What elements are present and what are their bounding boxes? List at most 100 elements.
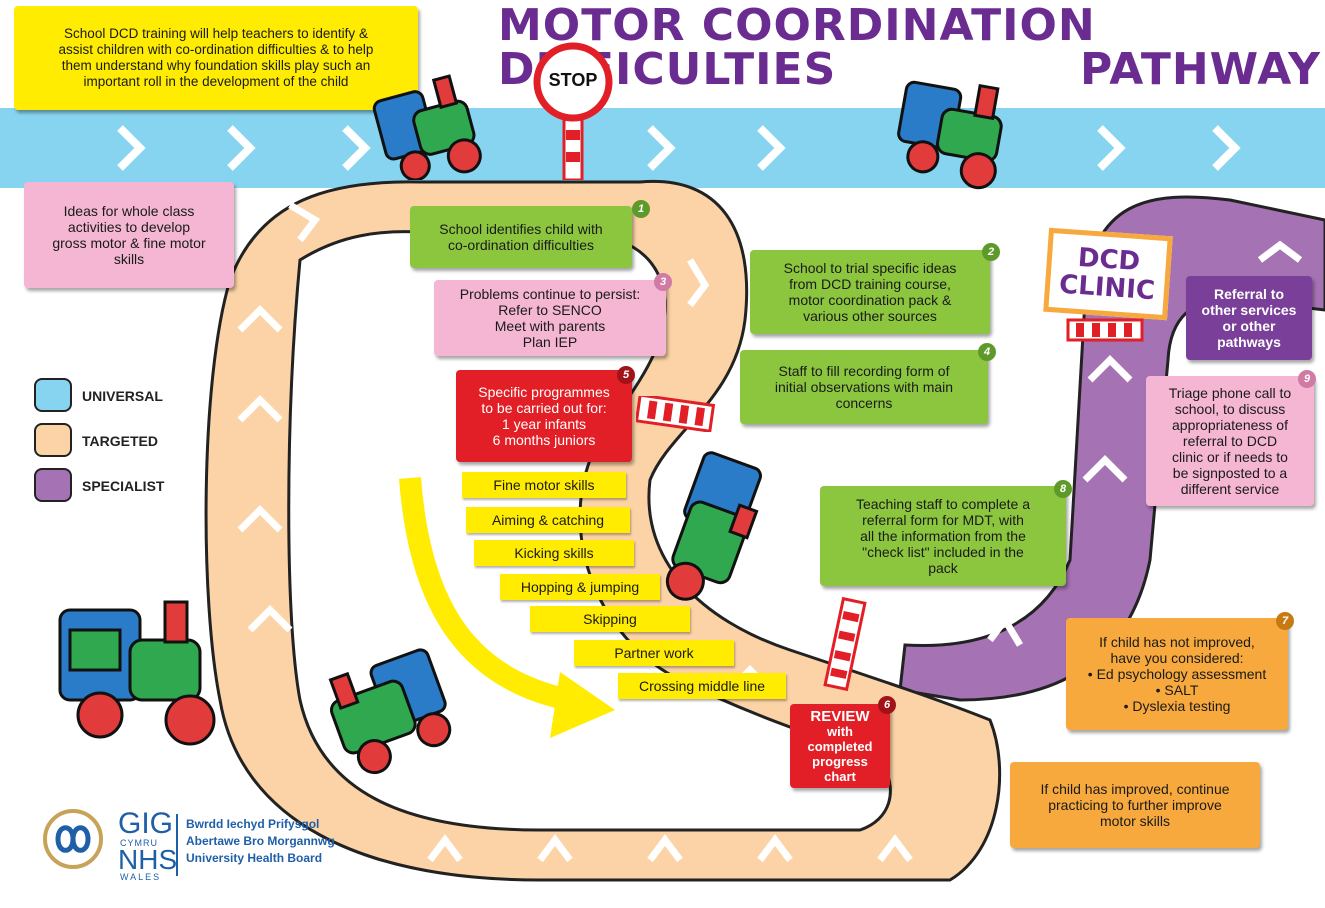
health-board-name: Bwrdd Iechyd Prifysgol Abertawe Bro Morg… [186,816,335,867]
text-line: pathways [1217,334,1281,350]
step-5-box: Specific programmes to be carried out fo… [456,370,632,462]
text-line: • SALT [1155,682,1199,698]
text-line: co-ordination difficulties [447,237,595,253]
step-9-number: 9 [1298,370,1316,388]
review-title: REVIEW [810,707,870,725]
logo-cymru: CYMRU [120,838,158,848]
legend-label-universal: UNIVERSAL [82,388,163,404]
barrier-icon [636,396,716,432]
step-7-box: If child has not improved, have you cons… [1066,618,1288,730]
text-line: "check list" included in the [862,544,1024,560]
skill-hopping-jumping: Hopping & jumping [500,574,660,600]
universal-strip [0,108,1325,188]
skill-skipping: Skipping [530,606,690,632]
train-icon [328,648,452,775]
step-9-box: Triage phone call to school, to discuss … [1146,376,1314,506]
train-icon [665,451,762,601]
text-line: Ideas for whole class [63,203,195,219]
text-line: Problems continue to persist: [459,286,641,302]
step-3-number: 3 [654,273,672,291]
legend-swatch-universal [34,378,72,412]
skill-aiming-catching: Aiming & catching [466,507,630,533]
step-2-number: 2 [982,243,1000,261]
logo-nhs: NHS [118,844,178,875]
text-line: clinic or if needs to [1172,449,1288,465]
logo-wales: WALES [120,872,162,882]
step-7-number: 7 [1276,612,1294,630]
train-icon [372,74,482,180]
text-line: appropriateness of [1172,417,1288,433]
text-line: from DCD training course, [789,276,951,292]
train-icon [897,80,1003,190]
referral-box: Referral to other services or other path… [1186,276,1312,360]
text-line: motor coordination pack & [788,292,952,308]
text-line: practicing to further improve [1048,797,1222,813]
legend-label-targeted: TARGETED [82,433,158,449]
text-line: school, to discuss [1174,401,1286,417]
train-icon [58,600,216,746]
text-line: School identifies child with [439,221,603,237]
step-3-box: Problems continue to persist: Refer to S… [434,280,666,356]
skill-fine-motor: Fine motor skills [462,472,626,498]
text-line: concerns [835,395,893,411]
clinic-sign-icon: DCD CLINIC [1043,227,1173,321]
skill-crossing-middle-line: Crossing middle line [618,673,786,699]
clinic-barrier-icon [1066,318,1144,342]
text-line: progress chart [812,753,868,784]
review-barrier-icon [823,596,867,692]
text-line: School DCD training will help teachers t… [64,26,368,41]
skill-kicking: Kicking skills [474,540,634,566]
text-line: gross motor & fine motor [52,235,206,251]
text-line: referral to DCD [1182,433,1278,449]
text-line: University Health Board [186,851,323,865]
text-line: Staff to fill recording form of [778,363,950,379]
step-6-number: 6 [878,696,896,714]
text-line: assist children with co-ordination diffi… [58,42,374,57]
logo-divider [176,814,178,876]
text-line: different service [1180,481,1280,497]
text-line: activities to develop [67,219,191,235]
improved-box: If child has improved, continue practici… [1010,762,1260,848]
page-title-line2: PATHWAY [1080,44,1321,95]
step-4-number: 4 [978,343,996,361]
step-5-number: 5 [617,366,635,384]
stop-sign-label: STOP [548,70,598,90]
step-1-number: 1 [632,200,650,218]
text-line: 6 months juniors [492,432,596,448]
whole-class-box: Ideas for whole class activities to deve… [24,182,234,288]
text-line: to be carried out for: [481,400,607,416]
text-line: them understand why foundation skills pl… [61,58,371,73]
step-1-box: School identifies child with co-ordinati… [410,206,632,268]
text-line: be signposted to a [1172,465,1288,481]
text-line: • Dyslexia testing [1123,698,1231,714]
text-line: Triage phone call to [1168,385,1292,401]
text-line: Referral to [1213,286,1285,302]
text-line: important roll in the development of the… [83,74,349,89]
step-2-box: School to trial specific ideas from DCD … [750,250,990,334]
text-line: pack [928,560,958,576]
text-line: Teaching staff to complete a [855,496,1031,512]
text-line: Abertawe Bro Morgannwg [186,834,335,848]
universal-chevrons [117,125,1241,171]
text-line: motor skills [1099,813,1170,829]
text-line: or other [1222,318,1276,334]
nhs-wales-logo-icon [43,809,103,869]
text-line: 1 year infants [501,416,587,432]
track-inner [287,230,892,832]
legend-label-specialist: SPECIALIST [82,478,165,494]
text-line: If child has improved, continue [1040,781,1230,797]
logo-gig: GIG [118,807,174,840]
stop-sign-icon [533,42,613,180]
legend-swatch-targeted [34,423,72,457]
clinic-sign-line2: CLINIC [1058,269,1156,307]
text-line: Meet with parents [494,318,606,334]
curved-arrow-head [550,672,615,738]
text-line: • Ed psychology assessment [1087,666,1267,682]
text-line: School to trial specific ideas [783,260,957,276]
skill-partner-work: Partner work [574,640,734,666]
text-line: all the information from the [860,528,1026,544]
text-line: Bwrdd Iechyd Prifysgol [186,817,320,831]
step-4-box: Staff to fill recording form of initial … [740,350,988,424]
legend-swatch-specialist [34,468,72,502]
universal-intro-box: School DCD training will help teachers t… [14,6,418,110]
